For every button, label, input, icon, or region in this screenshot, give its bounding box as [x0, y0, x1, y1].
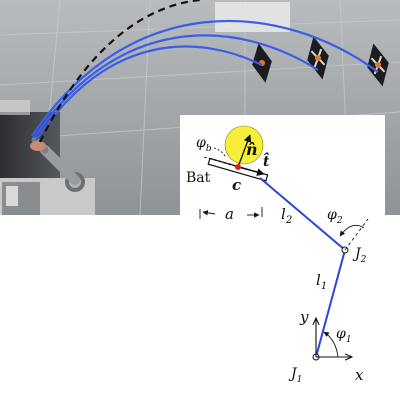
label-a: a: [225, 205, 234, 223]
trajectory-1: [35, 45, 263, 141]
phi1-arc: [323, 331, 339, 358]
ball: [224, 125, 264, 165]
link-l1: [315, 249, 346, 358]
wall-shelf: [0, 100, 30, 115]
offset-a-dimension: [199, 207, 263, 219]
phi-b-reference-line: [203, 156, 239, 168]
target-2: [307, 36, 329, 80]
tangent-vector: [237, 166, 265, 176]
link-l2: [259, 177, 346, 251]
label-y-axis: y: [299, 308, 309, 326]
label-phi2: φ2: [327, 207, 343, 226]
contact-point: [235, 164, 241, 170]
label-phi-b: φb: [196, 135, 212, 154]
phi-b-arc: [213, 147, 227, 159]
label-l2: l2: [281, 205, 292, 226]
label-bat: Bat: [186, 170, 211, 186]
normal-vector: [237, 134, 252, 168]
robot-arm-photo: [0, 136, 95, 215]
label-t-hat: t̂: [263, 151, 270, 170]
diagram-lower-area: [180, 215, 400, 400]
label-x-axis: x: [355, 366, 364, 384]
phi2-reference-line: [344, 218, 369, 251]
predicted-trajectory: [39, 0, 201, 143]
ball-trajectories: [31, 0, 379, 143]
target-3: [367, 43, 389, 87]
label-j2: J2: [352, 246, 367, 265]
experiment-photo: [0, 0, 400, 215]
label-l1: l1: [316, 271, 327, 292]
label-j1: J1: [288, 366, 302, 385]
label-n-hat: n̂: [246, 140, 258, 159]
trajectory-2: [33, 34, 319, 139]
label-contact: c: [232, 176, 241, 194]
label-phi1: φ1: [336, 326, 352, 345]
phi2-arc: [339, 224, 365, 237]
